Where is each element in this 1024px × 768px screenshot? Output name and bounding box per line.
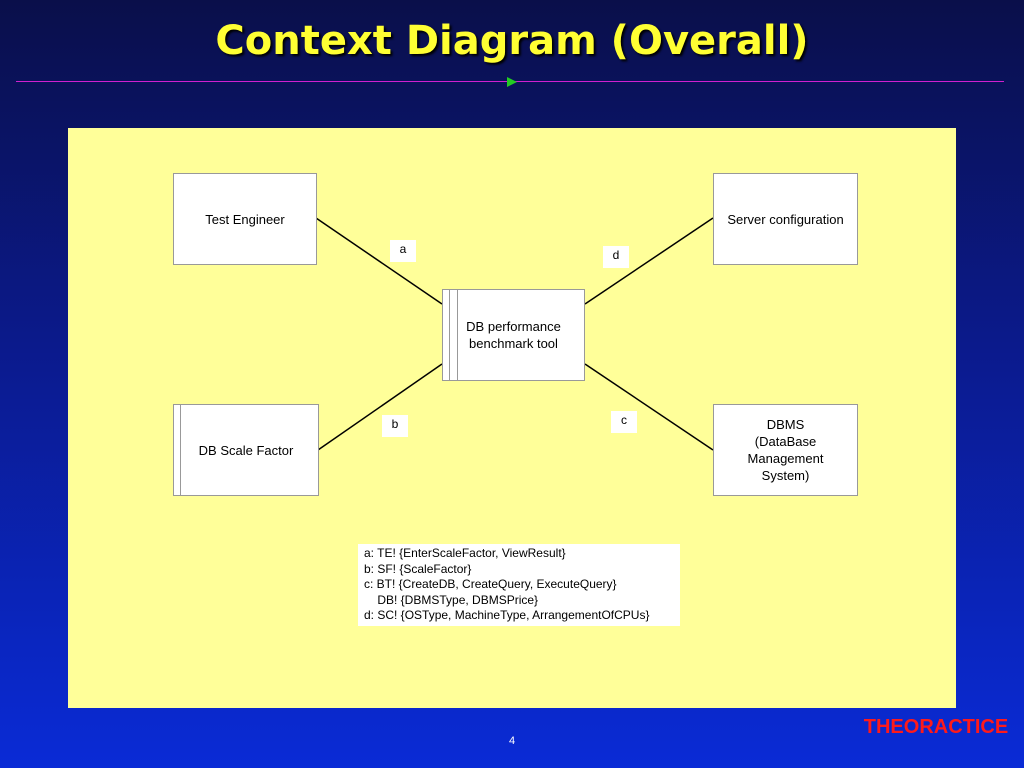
connector-d [584,217,714,305]
interface-label-a: a [390,240,416,262]
box-db-scale-factor: DB Scale Factor [173,404,319,496]
legend-line-b: b: SF! {ScaleFactor} [364,561,472,576]
interface-label-d: d [603,246,629,268]
connector-lines [315,217,714,451]
legend-line-c2: DB! {DBMSType, DBMSPrice} [364,592,539,607]
legend-line-a: a: TE! {EnterScaleFactor, ViewResult} [364,546,566,560]
play-arrow-icon [507,77,517,87]
connector-a [315,217,443,305]
box-test-engineer: Test Engineer [173,173,317,265]
brand-logo-text: THEORACTICE [863,716,1009,738]
box-server-configuration: Server configuration [713,173,858,265]
interface-label-c: c [611,411,637,433]
connector-c [584,363,714,451]
connector-b [317,363,443,451]
legend-line-d: d: SC! {OSType, MachineType, Arrangement… [364,608,650,622]
db-tool-label: DB performance benchmark tool [466,319,561,351]
diagram-canvas: Test Engineer Server configuration DB pe… [68,128,956,708]
slide-title: Context Diagram (Overall) [215,18,809,64]
page-number: 4 [508,735,516,747]
legend-line-c: c: BT! {CreateDB, CreateQuery, ExecuteQu… [364,577,617,591]
scale-factor-label: DB Scale Factor [198,442,294,458]
interface-legend: a: TE! {EnterScaleFactor, ViewResult} b:… [358,544,680,626]
box-dbms: DBMS (DataBase Management System) [713,404,858,496]
box-db-benchmark-tool: DB performance benchmark tool [442,289,585,381]
interface-label-b: b [382,415,408,437]
